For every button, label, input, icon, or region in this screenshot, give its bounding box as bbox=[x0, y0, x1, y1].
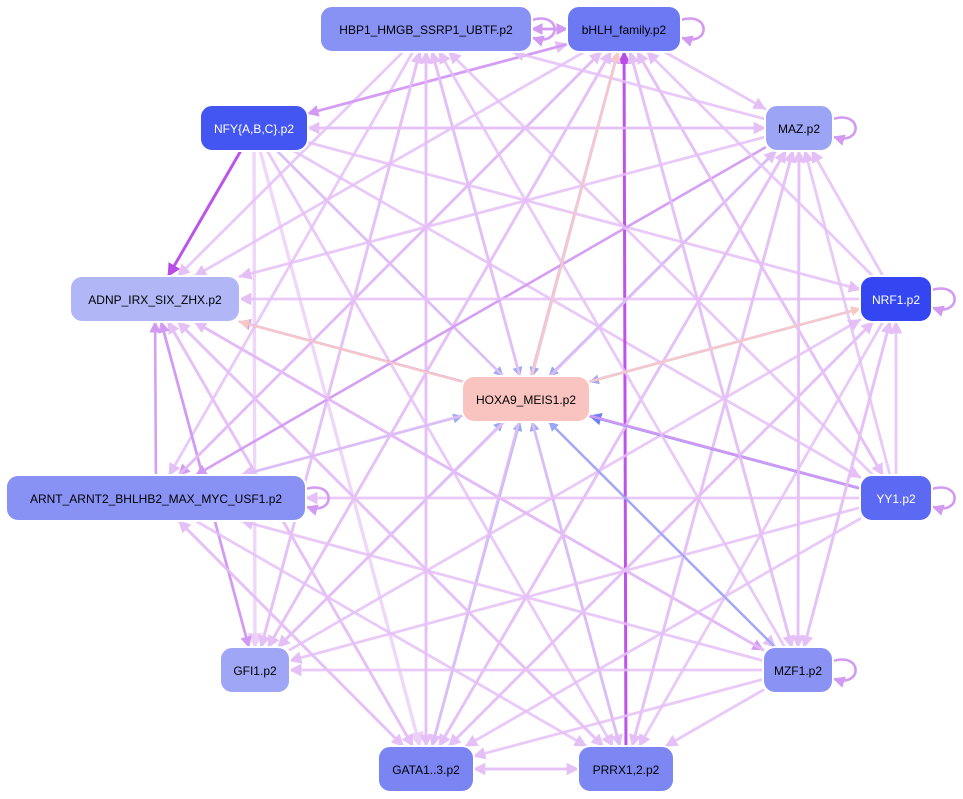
edge-nfy-to-nrf1 bbox=[306, 140, 862, 293]
node-label-nfy: NFY{A,B,C}.p2 bbox=[214, 122, 294, 136]
node-box-mzf1 bbox=[762, 646, 834, 694]
self-loop-maz bbox=[831, 116, 857, 146]
node-box-nrf1 bbox=[859, 275, 933, 323]
self-loop-mzf1 bbox=[831, 658, 857, 688]
edge-nfy-to-adnp bbox=[166, 149, 243, 278]
edge-hbp1-to-adnp bbox=[176, 50, 405, 278]
edge-mzf1-to-nrf1 bbox=[802, 320, 894, 649]
self-loop-nrf1 bbox=[930, 287, 956, 317]
edge-hoxa9-to-nrf1 bbox=[588, 306, 862, 383]
self-loop-hbp1 bbox=[530, 17, 556, 47]
edge-nfy-to-yy1 bbox=[292, 149, 862, 479]
node-label-arnt: ARNT_ARNT2_BHLHB2_MAX_MYC_USF1.p2 bbox=[30, 492, 282, 506]
node-yy1[interactable]: YY1.p2 bbox=[859, 474, 933, 522]
edge-hoxa9-to-adnp bbox=[238, 319, 464, 383]
self-loop-bhlh bbox=[679, 17, 705, 47]
edge-nfy-to-prrx bbox=[265, 149, 615, 748]
node-label-nrf1: NRF1.p2 bbox=[872, 293, 920, 307]
node-hbp1[interactable]: HBP1_HMGB_SSRP1_UBTF.p2 bbox=[319, 5, 533, 53]
edge-maz-to-arnt bbox=[194, 146, 767, 477]
node-hoxa9[interactable]: HOXA9_MEIS1.p2 bbox=[461, 375, 591, 423]
node-arnt[interactable]: ARNT_ARNT2_BHLHB2_MAX_MYC_USF1.p2 bbox=[5, 474, 307, 522]
edge-yy1-to-gfi1 bbox=[288, 506, 862, 664]
node-box-nfy bbox=[199, 104, 309, 152]
edge-maz-to-adnp bbox=[238, 135, 767, 280]
node-label-adnp: ADNP_IRX_SIX_ZHX.p2 bbox=[88, 293, 222, 307]
edge-mzf1-to-gata bbox=[472, 677, 765, 760]
node-gata[interactable]: GATA1..3.p2 bbox=[377, 745, 475, 793]
node-box-maz bbox=[764, 104, 834, 152]
node-label-hoxa9: HOXA9_MEIS1.p2 bbox=[476, 393, 576, 407]
edge-gfi1-to-nrf1 bbox=[288, 318, 862, 652]
node-prrx[interactable]: PRRX1,2.p2 bbox=[577, 745, 675, 793]
self-loop-arnt bbox=[304, 486, 330, 516]
node-box-prrx bbox=[577, 745, 675, 793]
node-box-yy1 bbox=[859, 474, 933, 522]
edge-bhlh-to-nfy bbox=[306, 42, 569, 117]
edge-mzf1-to-prrx bbox=[664, 688, 765, 748]
edge-arnt-to-adnp bbox=[149, 320, 162, 477]
edge-maz-to-gata bbox=[437, 149, 788, 748]
node-box-gfi1 bbox=[219, 646, 291, 694]
node-label-prrx: PRRX1,2.p2 bbox=[593, 763, 660, 777]
edge-mzf1-to-adnp bbox=[193, 320, 765, 652]
node-bhlh[interactable]: bHLH_family.p2 bbox=[566, 5, 682, 53]
node-nfy[interactable]: NFY{A,B,C}.p2 bbox=[199, 104, 309, 152]
node-mzf1[interactable]: MZF1.p2 bbox=[762, 646, 834, 694]
node-box-hoxa9 bbox=[461, 375, 591, 423]
node-label-gata: GATA1..3.p2 bbox=[392, 763, 460, 777]
edge-gfi1-to-bhlh bbox=[266, 50, 613, 649]
self-loop-yy1 bbox=[930, 486, 956, 516]
node-label-yy1: YY1.p2 bbox=[876, 492, 916, 506]
edge-mzf1-to-hoxa9 bbox=[547, 420, 777, 649]
edge-bhlh-to-maz bbox=[663, 50, 767, 111]
node-box-hbp1 bbox=[319, 5, 533, 53]
node-box-adnp bbox=[69, 275, 241, 323]
edge-yy1-to-hbp1 bbox=[447, 50, 875, 477]
node-box-bhlh bbox=[566, 5, 682, 53]
node-nrf1[interactable]: NRF1.p2 bbox=[859, 275, 933, 323]
node-label-mzf1: MZF1.p2 bbox=[774, 664, 822, 678]
node-gfi1[interactable]: GFI1.p2 bbox=[219, 646, 291, 694]
node-box-arnt bbox=[5, 474, 307, 522]
edge-prrx-to-bhlh bbox=[617, 50, 631, 748]
node-label-maz: MAZ.p2 bbox=[778, 122, 820, 136]
node-adnp[interactable]: ADNP_IRX_SIX_ZHX.p2 bbox=[69, 275, 241, 323]
edge-mzf1-to-hbp1 bbox=[437, 50, 787, 649]
edge-mzf1-to-maz bbox=[792, 149, 806, 649]
nodes-layer: HBP1_HMGB_SSRP1_UBTF.p2 bHLH_family.p2NFY… bbox=[5, 5, 933, 793]
node-label-hbp1: HBP1_HMGB_SSRP1_UBTF.p2 bbox=[339, 23, 513, 37]
node-label-bhlh: bHLH_family.p2 bbox=[582, 23, 667, 37]
edge-yy1-to-bhlh bbox=[635, 50, 885, 477]
edge-nrf1-to-maz bbox=[810, 149, 885, 278]
edge-mzf1-to-arnt bbox=[240, 517, 765, 663]
edge-nrf1-to-bhlh bbox=[645, 50, 875, 278]
edge-arnt-to-bhlh bbox=[177, 50, 603, 477]
node-maz[interactable]: MAZ.p2 bbox=[764, 104, 834, 152]
node-box-gata bbox=[377, 745, 475, 793]
edge-hoxa9-to-bhlh bbox=[530, 50, 621, 378]
node-label-gfi1: GFI1.p2 bbox=[233, 664, 277, 678]
